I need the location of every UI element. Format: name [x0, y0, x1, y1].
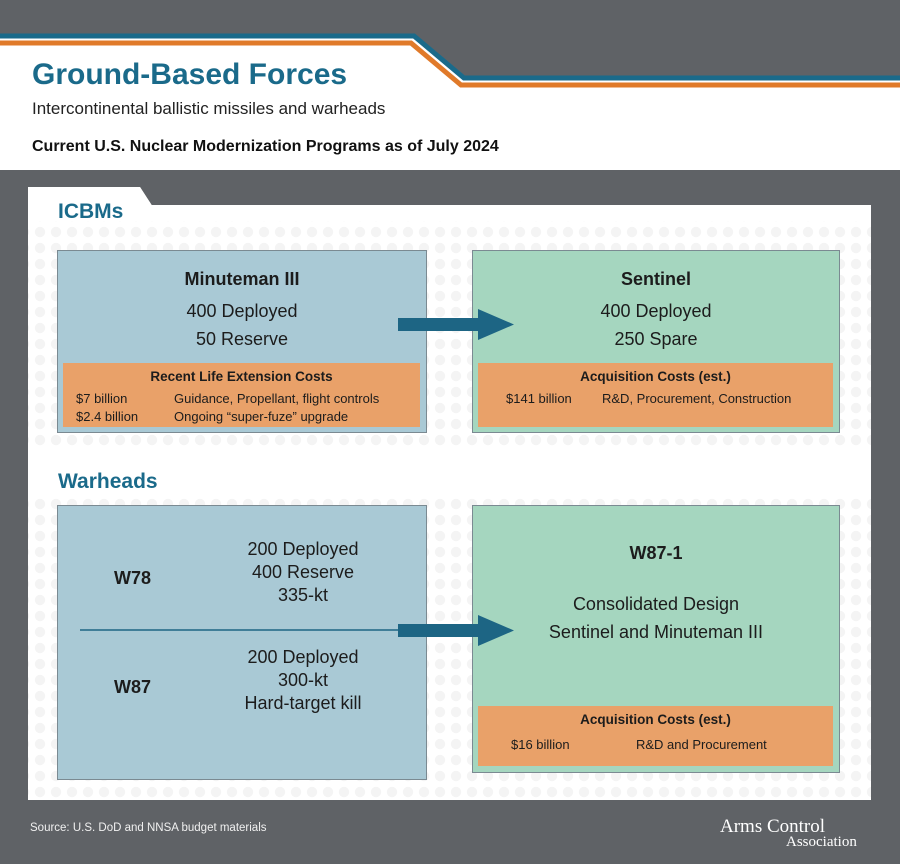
sentinel-cost-band: Acquisition Costs (est.) $141 billion R&…	[478, 363, 833, 427]
sentinel-deployed: 400 Deployed	[600, 301, 712, 321]
current-warheads-card: W78 200 Deployed 400 Reserve 335-kt W87 …	[57, 505, 427, 780]
minuteman-cost-title: Recent Life Extension Costs	[150, 369, 333, 384]
w87-deployed: 200 Deployed	[247, 647, 359, 667]
cost-description: R&D, Procurement, Construction	[602, 391, 792, 406]
section-divider	[28, 450, 871, 495]
logo-association: Association	[786, 834, 857, 850]
header-stripe-blue	[0, 33, 900, 81]
w87-name: W87	[114, 677, 152, 697]
sentinel-spare: 250 Spare	[614, 329, 698, 349]
cost-description: Guidance, Propellant, flight controls	[174, 391, 380, 406]
source-note: Source: U.S. DoD and NNSA budget materia…	[30, 822, 267, 834]
minuteman-card: Minuteman III 400 Deployed 50 Reserve Re…	[57, 250, 427, 433]
w78-deployed: 200 Deployed	[247, 539, 359, 559]
logo-arms-control: Arms Control	[720, 816, 826, 837]
page-title: Ground-Based Forces	[32, 58, 348, 91]
section-label-warheads: Warheads	[58, 470, 158, 493]
cost-amount: $16 billion	[511, 737, 570, 752]
w87-1-cost-title: Acquisition Costs (est.)	[580, 712, 731, 727]
w87-1-cost-band: Acquisition Costs (est.) $16 billion R&D…	[478, 706, 833, 766]
w78-yield: 335-kt	[277, 585, 329, 605]
minuteman-deployed: 400 Deployed	[186, 301, 298, 321]
w87-yield: 300-kt	[277, 670, 329, 690]
minuteman-name: Minuteman III	[184, 269, 300, 289]
w87-1-platforms: Sentinel and Minuteman III	[548, 622, 764, 642]
sentinel-name: Sentinel	[620, 269, 691, 289]
cost-description: Ongoing “super-fuze” upgrade	[174, 409, 349, 424]
cost-amount: $7 billion	[76, 391, 128, 406]
w78-name: W78	[114, 568, 152, 588]
w87-1-card: W87-1 Consolidated Design Sentinel and M…	[472, 505, 840, 773]
w87-role: Hard-target kill	[244, 693, 362, 713]
minuteman-reserve: 50 Reserve	[195, 329, 289, 349]
minuteman-cost-band: Recent Life Extension Costs $7 billion G…	[63, 363, 420, 427]
page-subtitle: Intercontinental ballistic missiles and …	[32, 99, 386, 118]
program-heading: Current U.S. Nuclear Modernization Progr…	[32, 138, 499, 155]
arrow-warhead	[80, 615, 514, 646]
cost-amount: $141 billion	[506, 391, 572, 406]
header-band	[0, 0, 900, 170]
cost-amount: $2.4 billion	[76, 409, 139, 424]
w87-1-design: Consolidated Design	[572, 594, 740, 614]
arrow-icbm	[398, 309, 514, 340]
header-stripe-orange	[0, 40, 900, 88]
w87-1-name: W87-1	[629, 543, 683, 563]
w78-reserve: 400 Reserve	[251, 562, 355, 582]
sentinel-card: Sentinel 400 Deployed 250 Spare Acquisit…	[472, 250, 840, 433]
cost-description: R&D and Procurement	[636, 737, 767, 752]
sentinel-cost-title: Acquisition Costs (est.)	[580, 369, 731, 384]
section-label-icbms: ICBMs	[58, 200, 124, 223]
